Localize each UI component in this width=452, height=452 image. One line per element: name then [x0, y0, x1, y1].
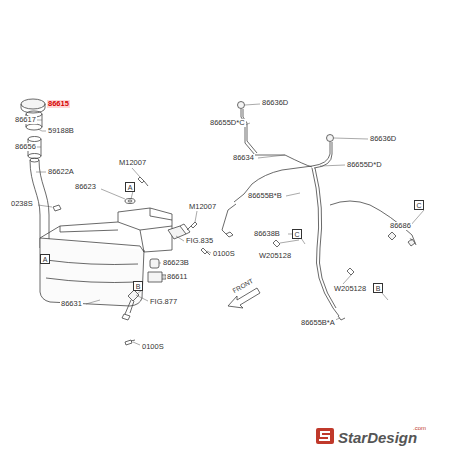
callout-number: M12007 — [188, 203, 217, 211]
logo-icon — [316, 428, 334, 444]
callout-number: 86634 — [232, 154, 255, 162]
callout-number: 86617 — [14, 116, 37, 124]
reference-box: B — [373, 283, 383, 293]
reference-letter: C — [416, 202, 421, 209]
callout-number: 86686 — [389, 222, 412, 230]
callout-number: 86622A — [47, 168, 75, 176]
callout-number: FIG.877 — [149, 298, 178, 306]
callout-number: 86636D — [369, 135, 397, 143]
callout-number: M12007 — [118, 159, 147, 167]
callout-number: 86655D*C — [209, 119, 246, 127]
reference-letter: C — [294, 231, 299, 238]
leader-lines — [35, 104, 424, 345]
callout-number: 86656 — [14, 143, 37, 151]
callout-number: 0100S — [141, 343, 165, 351]
callout-number: FIG.835 — [185, 237, 214, 245]
callout-number: 86623B — [162, 259, 190, 267]
watermark: .com — [412, 425, 427, 431]
callout-number: 86623 — [74, 183, 97, 191]
reference-letter: A — [128, 184, 133, 191]
callout-number: 59188B — [47, 127, 75, 135]
reference-box: A — [125, 182, 135, 192]
reference-letter: B — [136, 283, 141, 290]
callout-number: 86615 — [47, 100, 70, 108]
watermark: StarDesign — [337, 430, 418, 445]
reference-letter: B — [376, 285, 381, 292]
callout-number: 86636D — [261, 99, 289, 107]
reference-box: B — [133, 281, 143, 291]
callout-number: 0238S — [10, 200, 34, 208]
callout-number: 86655B*B — [247, 192, 283, 200]
callout-number: 86631 — [60, 300, 83, 308]
callout-number: 86655B*A — [300, 319, 336, 327]
reference-letter: A — [43, 256, 48, 263]
reference-box: C — [414, 200, 424, 210]
reference-box: C — [292, 229, 302, 239]
callout-number: 0100S — [212, 250, 236, 258]
callout-number: W205128 — [258, 252, 292, 260]
callout-number: 86638B — [253, 230, 281, 238]
callout-number: 86655D*D — [346, 161, 383, 169]
line-art — [21, 99, 416, 345]
reference-box: A — [40, 254, 50, 264]
callout-number: W205128 — [333, 285, 367, 293]
callout-number: 86611 — [166, 273, 188, 281]
